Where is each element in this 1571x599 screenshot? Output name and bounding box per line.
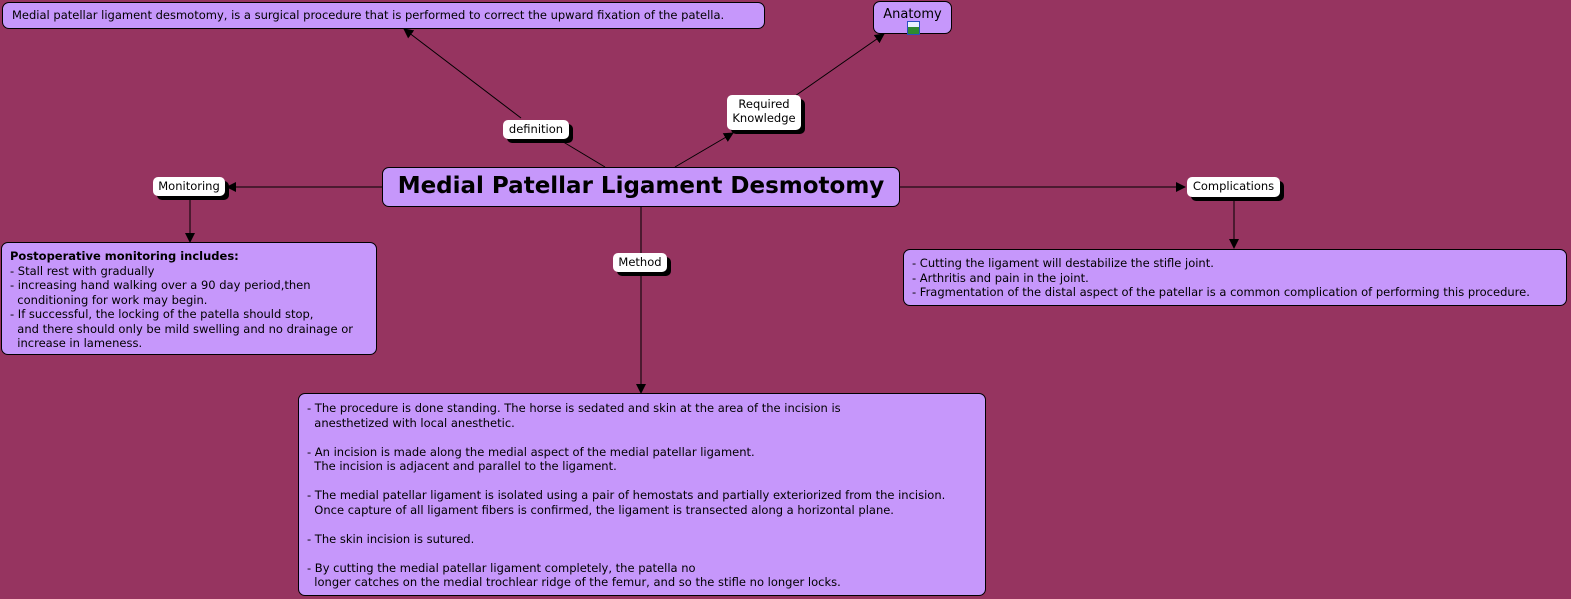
arrow-to-definition (403, 28, 522, 119)
link-label-complications[interactable]: Complications (1187, 177, 1280, 197)
link-label-required-knowledge[interactable]: Required Knowledge (727, 95, 801, 130)
link-line (559, 139, 606, 168)
image-resource-icon[interactable] (907, 21, 920, 35)
arrow-to-anatomy (794, 33, 885, 97)
main-concept[interactable]: Medial Patellar Ligament Desmotomy (382, 167, 900, 207)
definition-concept[interactable]: Medial patellar ligament desmotomy, is a… (2, 2, 765, 29)
link-label-method[interactable]: Method (613, 253, 667, 272)
arrow-to-required-knowledge (674, 132, 734, 168)
anatomy-concept[interactable]: Anatomy (873, 1, 952, 35)
anatomy-label: Anatomy (883, 7, 942, 22)
link-label-monitoring[interactable]: Monitoring (153, 177, 225, 196)
link-label-definition[interactable]: definition (503, 120, 569, 139)
method-concept[interactable]: - The procedure is done standing. The ho… (298, 393, 986, 596)
complications-concept[interactable]: - Cutting the ligament will destabilize … (903, 249, 1567, 306)
monitoring-concept[interactable]: Postoperative monitoring includes: - Sta… (1, 242, 377, 355)
